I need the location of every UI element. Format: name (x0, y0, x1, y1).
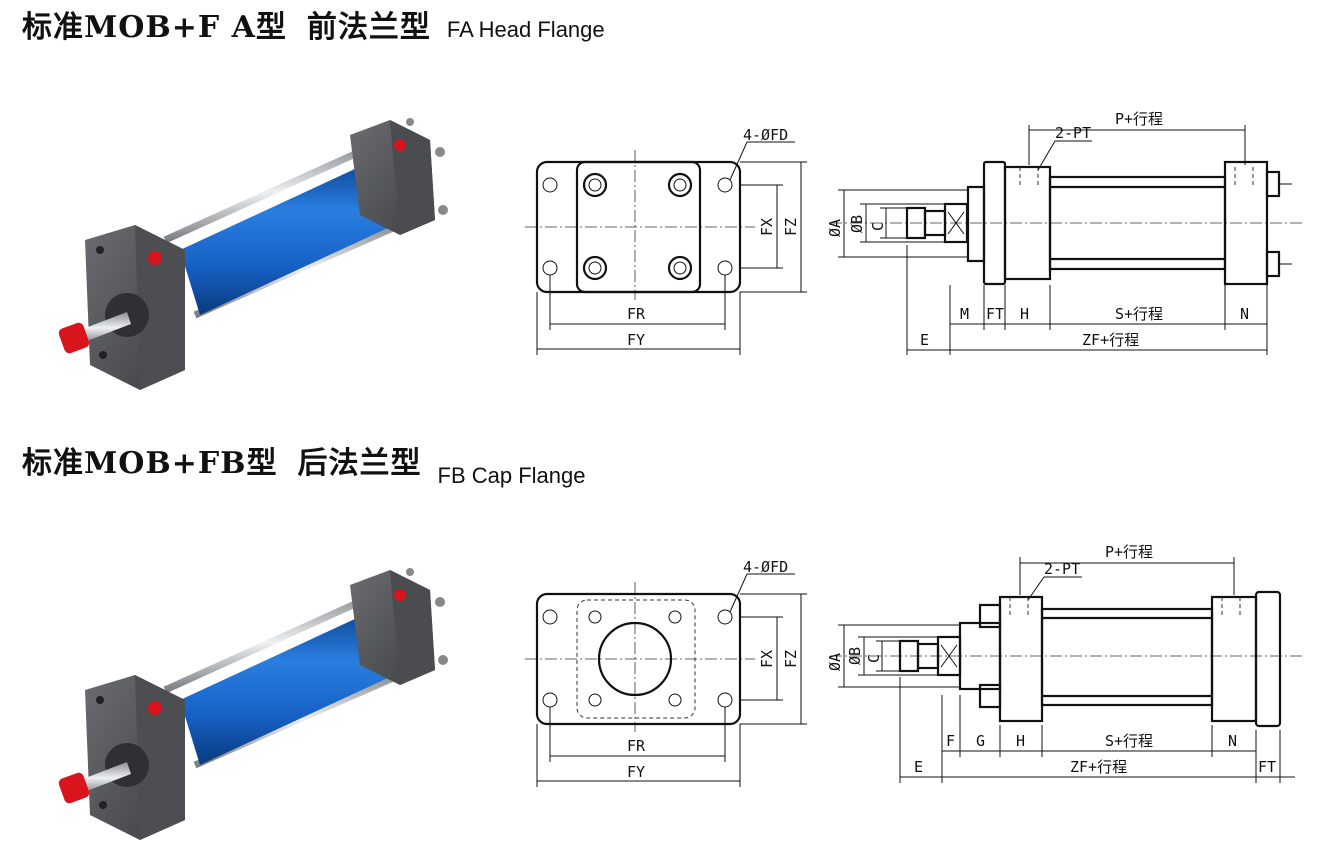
label-pt: 2-PT (1044, 560, 1080, 578)
label-fy: FY (627, 763, 645, 781)
flange-front-view-fa: 4-ØFD FX FZ FR FY (525, 126, 807, 355)
title-en: FB Cap Flange (437, 463, 586, 488)
tie-rod-nuts (582, 172, 693, 281)
label-pt: 2-PT (1055, 124, 1091, 142)
label-s: S+行程 (1115, 305, 1163, 323)
label-e: E (914, 758, 923, 776)
tie-rod-nuts (1265, 170, 1292, 278)
label-p: P+行程 (1115, 110, 1163, 128)
label-holes: 4-ØFD (743, 558, 788, 576)
title-cn-model: 标准MOB+FB型 (22, 446, 278, 481)
title-cn-type: 后法兰型 (297, 446, 422, 481)
label-zf: ZF+行程 (1082, 331, 1139, 349)
cylinder-photo-fb (58, 568, 448, 840)
label-b: ØB (848, 215, 866, 233)
cylinder-body (58, 568, 448, 840)
label-fr: FR (627, 737, 646, 755)
cylinder-body (58, 118, 448, 390)
side-view-fb: P+行程 2-PT ØA ØB C F G H S+行程 N E ZF+行程 F… (826, 543, 1305, 783)
section-title-fa: 标准MOB+F A型 前法兰型 FA Head Flange (22, 2, 605, 46)
label-a: ØA (826, 219, 844, 237)
label-fz: FZ (782, 218, 800, 236)
label-fy: FY (627, 331, 645, 349)
label-h: H (1020, 305, 1029, 323)
ports (1009, 597, 1241, 617)
section-title-fb: 标准MOB+FB型 后法兰型 FB Cap Flange (22, 438, 585, 488)
label-a: ØA (826, 653, 844, 671)
label-f: F (946, 732, 955, 750)
tie-rod-nuts (978, 603, 1002, 709)
label-n: N (1240, 305, 1249, 323)
bolt-holes (542, 609, 733, 708)
label-c: C (869, 222, 887, 231)
label-p: P+行程 (1105, 543, 1153, 561)
title-cn-model: 标准MOB+F A型 (22, 10, 287, 45)
label-fx: FX (758, 650, 776, 668)
bolt-holes (542, 177, 733, 276)
title-en: FA Head Flange (446, 17, 605, 42)
title-cn-type: 前法兰型 (306, 10, 431, 45)
label-m: M (960, 305, 969, 323)
flange-front-view-fb: 4-ØFD FX FZ FR FY (525, 558, 807, 787)
label-c: C (865, 654, 883, 663)
label-b: ØB (846, 647, 864, 665)
label-h: H (1016, 732, 1025, 750)
ports (1019, 167, 1254, 187)
label-e: E (920, 331, 929, 349)
label-fz: FZ (782, 650, 800, 668)
label-ft: FT (986, 305, 1004, 323)
label-g: G (976, 732, 985, 750)
label-holes: 4-ØFD (743, 126, 788, 144)
label-n: N (1228, 732, 1237, 750)
cylinder-photo-fa (58, 118, 448, 390)
label-ft: FT (1258, 758, 1276, 776)
label-zf: ZF+行程 (1070, 758, 1127, 776)
label-s: S+行程 (1105, 732, 1153, 750)
label-fx: FX (758, 218, 776, 236)
label-fr: FR (627, 305, 646, 323)
side-view-fa: P+行程 2-PT ØA ØB C M FT H S+行程 N E ZF+行程 (826, 110, 1305, 355)
